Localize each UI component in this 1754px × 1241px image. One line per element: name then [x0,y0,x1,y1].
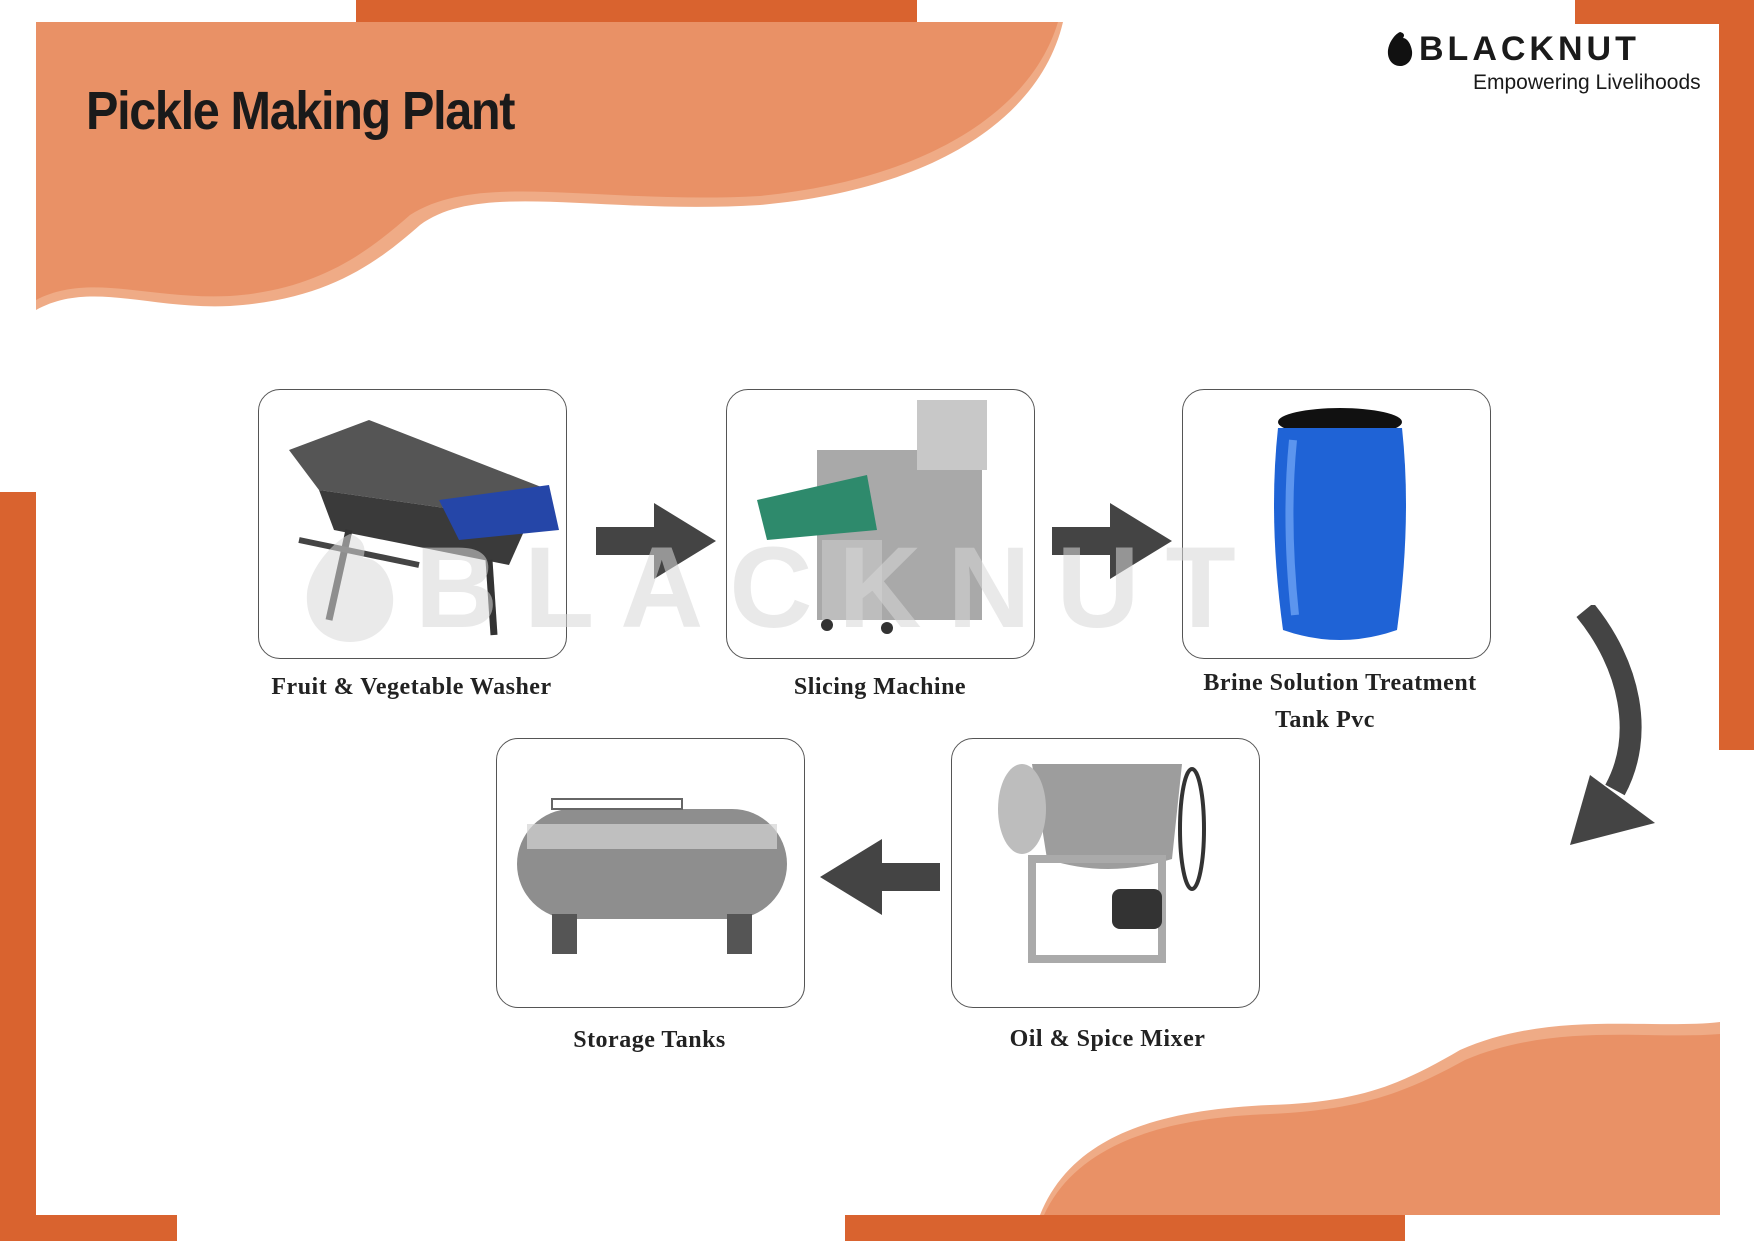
nut-drop-icon [1387,32,1413,66]
arrow-right-icon [1052,503,1172,579]
bottom-left-bar [0,1215,177,1241]
step-card-brine-tank [1182,389,1491,659]
step-label-storage: Storage Tanks [573,1027,726,1053]
step-card-slicer [726,389,1035,659]
curved-arrow-down-icon [1570,605,1655,845]
step-card-mixer [951,738,1260,1008]
page-title: Pickle Making Plant [86,81,515,141]
logo-brand: BLACKNUT [1419,30,1640,68]
arrow-right-icon [596,503,716,579]
top-accent-bar [356,0,917,24]
right-border [1719,0,1754,750]
footer-wave-shape [1040,1022,1720,1215]
storage-tank-image [517,798,787,954]
washer-machine-image [289,420,559,636]
blacknut-logo: BLACKNUT Empowering Livelihoods [1383,30,1713,100]
step-label-mixer: Oil & Spice Mixer [1009,1026,1206,1052]
left-border [0,492,36,1241]
step-label-washer: Fruit & Vegetable Washer [271,674,552,700]
blue-drum-image [1274,408,1406,640]
mixer-machine-image [998,764,1206,963]
step-label-slicer: Slicing Machine [793,674,967,700]
step-label-brine-line2: Tank Pvc [1275,707,1375,733]
bottom-center-bar [845,1215,1405,1241]
slicing-machine-image [757,400,987,634]
arrow-left-icon [820,839,940,915]
step-label-brine-line1: Brine Solution Treatment [1203,670,1477,696]
logo-tagline: Empowering Livelihoods [1473,71,1701,94]
header-wave-shape [36,22,1063,310]
step-card-storage [496,738,805,1008]
step-card-washer [258,389,567,659]
